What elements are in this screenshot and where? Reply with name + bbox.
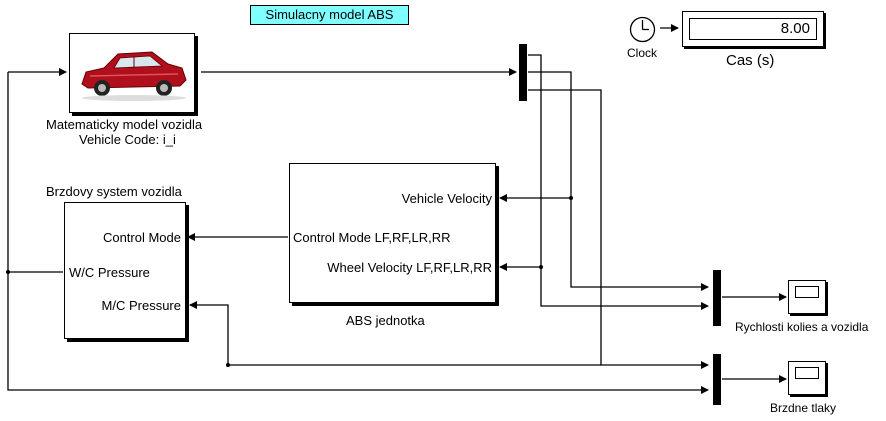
vehicle-model-label-2: Vehicle Code: i_i xyxy=(79,132,176,147)
car-icon xyxy=(81,51,187,101)
scope-pressures-label: Brzdne tlaky xyxy=(770,401,837,415)
abs-unit-block[interactable]: Vehicle Velocity Control Mode LF,RF,LR,R… xyxy=(289,163,496,303)
time-display-label: Cas (s) xyxy=(726,52,775,69)
scope-speeds[interactable] xyxy=(788,280,826,314)
time-display-value: 8.00 xyxy=(689,18,817,40)
mux-pressures[interactable] xyxy=(713,354,721,405)
mux-vehicle-outputs[interactable] xyxy=(519,44,527,101)
brake-port-mc-pressure: M/C Pressure xyxy=(101,298,181,313)
brake-port-control-mode: Control Mode xyxy=(102,230,181,245)
clock-icon xyxy=(629,16,656,43)
time-display[interactable]: 8.00 xyxy=(682,11,824,47)
abs-port-wheel-velocity: Wheel Velocity LF,RF,LR,RR xyxy=(327,260,492,275)
brake-port-wc-pressure: W/C Pressure xyxy=(69,265,150,280)
clock-label: Clock xyxy=(627,46,658,60)
scope-speeds-label: Rychlosti kolies a vozidla xyxy=(735,320,869,334)
brake-system-block[interactable]: Control Mode W/C Pressure M/C Pressure xyxy=(64,202,186,339)
vehicle-model-label-1: Matematicky model vozidla xyxy=(46,117,203,132)
mux-speeds[interactable] xyxy=(713,270,721,326)
abs-port-vehicle-velocity: Vehicle Velocity xyxy=(401,191,492,206)
scope-pressures[interactable] xyxy=(788,361,826,395)
abs-port-control-mode: Control Mode LF,RF,LR,RR xyxy=(293,230,451,245)
scope-screen xyxy=(795,367,819,379)
abs-unit-title: ABS jednotka xyxy=(346,313,425,328)
clock-block[interactable] xyxy=(629,16,656,43)
brake-system-title: Brzdovy system vozidla xyxy=(46,184,182,199)
scope-screen xyxy=(795,286,819,298)
vehicle-model-block[interactable] xyxy=(69,33,195,113)
model-title: Simulacny model ABS xyxy=(250,5,409,25)
